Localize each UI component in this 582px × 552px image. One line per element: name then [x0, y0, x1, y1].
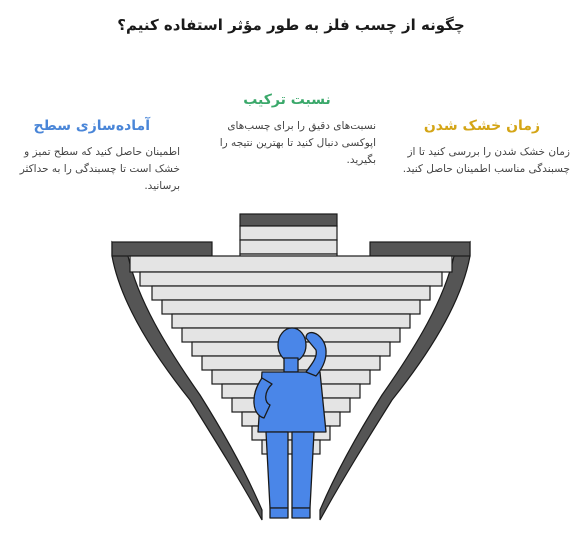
page-title: چگونه از چسب فلز به طور مؤثر استفاده کنی…: [117, 16, 465, 34]
stair-step: [171, 313, 411, 329]
person-icon: [253, 327, 327, 519]
staircase-right-wall: [319, 240, 471, 521]
left-top-ledge: [111, 241, 213, 257]
staircase-left-wall: [111, 240, 263, 521]
stair-step: [161, 299, 421, 315]
section-mix-ratio: نسبت ترکیب نسبت‌های دقیق را برای چسب‌های…: [198, 92, 376, 169]
right-top-ledge: [369, 241, 471, 257]
surface-prep-body: اطمینان حاصل کنید که سطح تمیز و خشک است …: [19, 146, 180, 192]
section-surface-prep: آماده‌سازی سطح اطمینان حاصل کنید که سطح …: [14, 118, 180, 195]
stair-step: [139, 271, 443, 287]
section-drying-time: زمان خشک شدن زمان خشک شدن را بررسی کنید …: [400, 118, 570, 178]
surface-prep-heading: آماده‌سازی سطح: [33, 118, 150, 134]
stair-step: [129, 255, 453, 273]
drying-time-heading: زمان خشک شدن: [423, 118, 540, 134]
drying-time-body: زمان خشک شدن را بررسی کنید تا از چسبندگی…: [402, 146, 570, 175]
mix-ratio-heading: نسبت ترکیب: [243, 92, 331, 108]
mix-ratio-body: نسبت‌های دقیق را برای چسب‌های اپوکسی دنب…: [219, 120, 376, 166]
stair-step: [151, 285, 431, 301]
